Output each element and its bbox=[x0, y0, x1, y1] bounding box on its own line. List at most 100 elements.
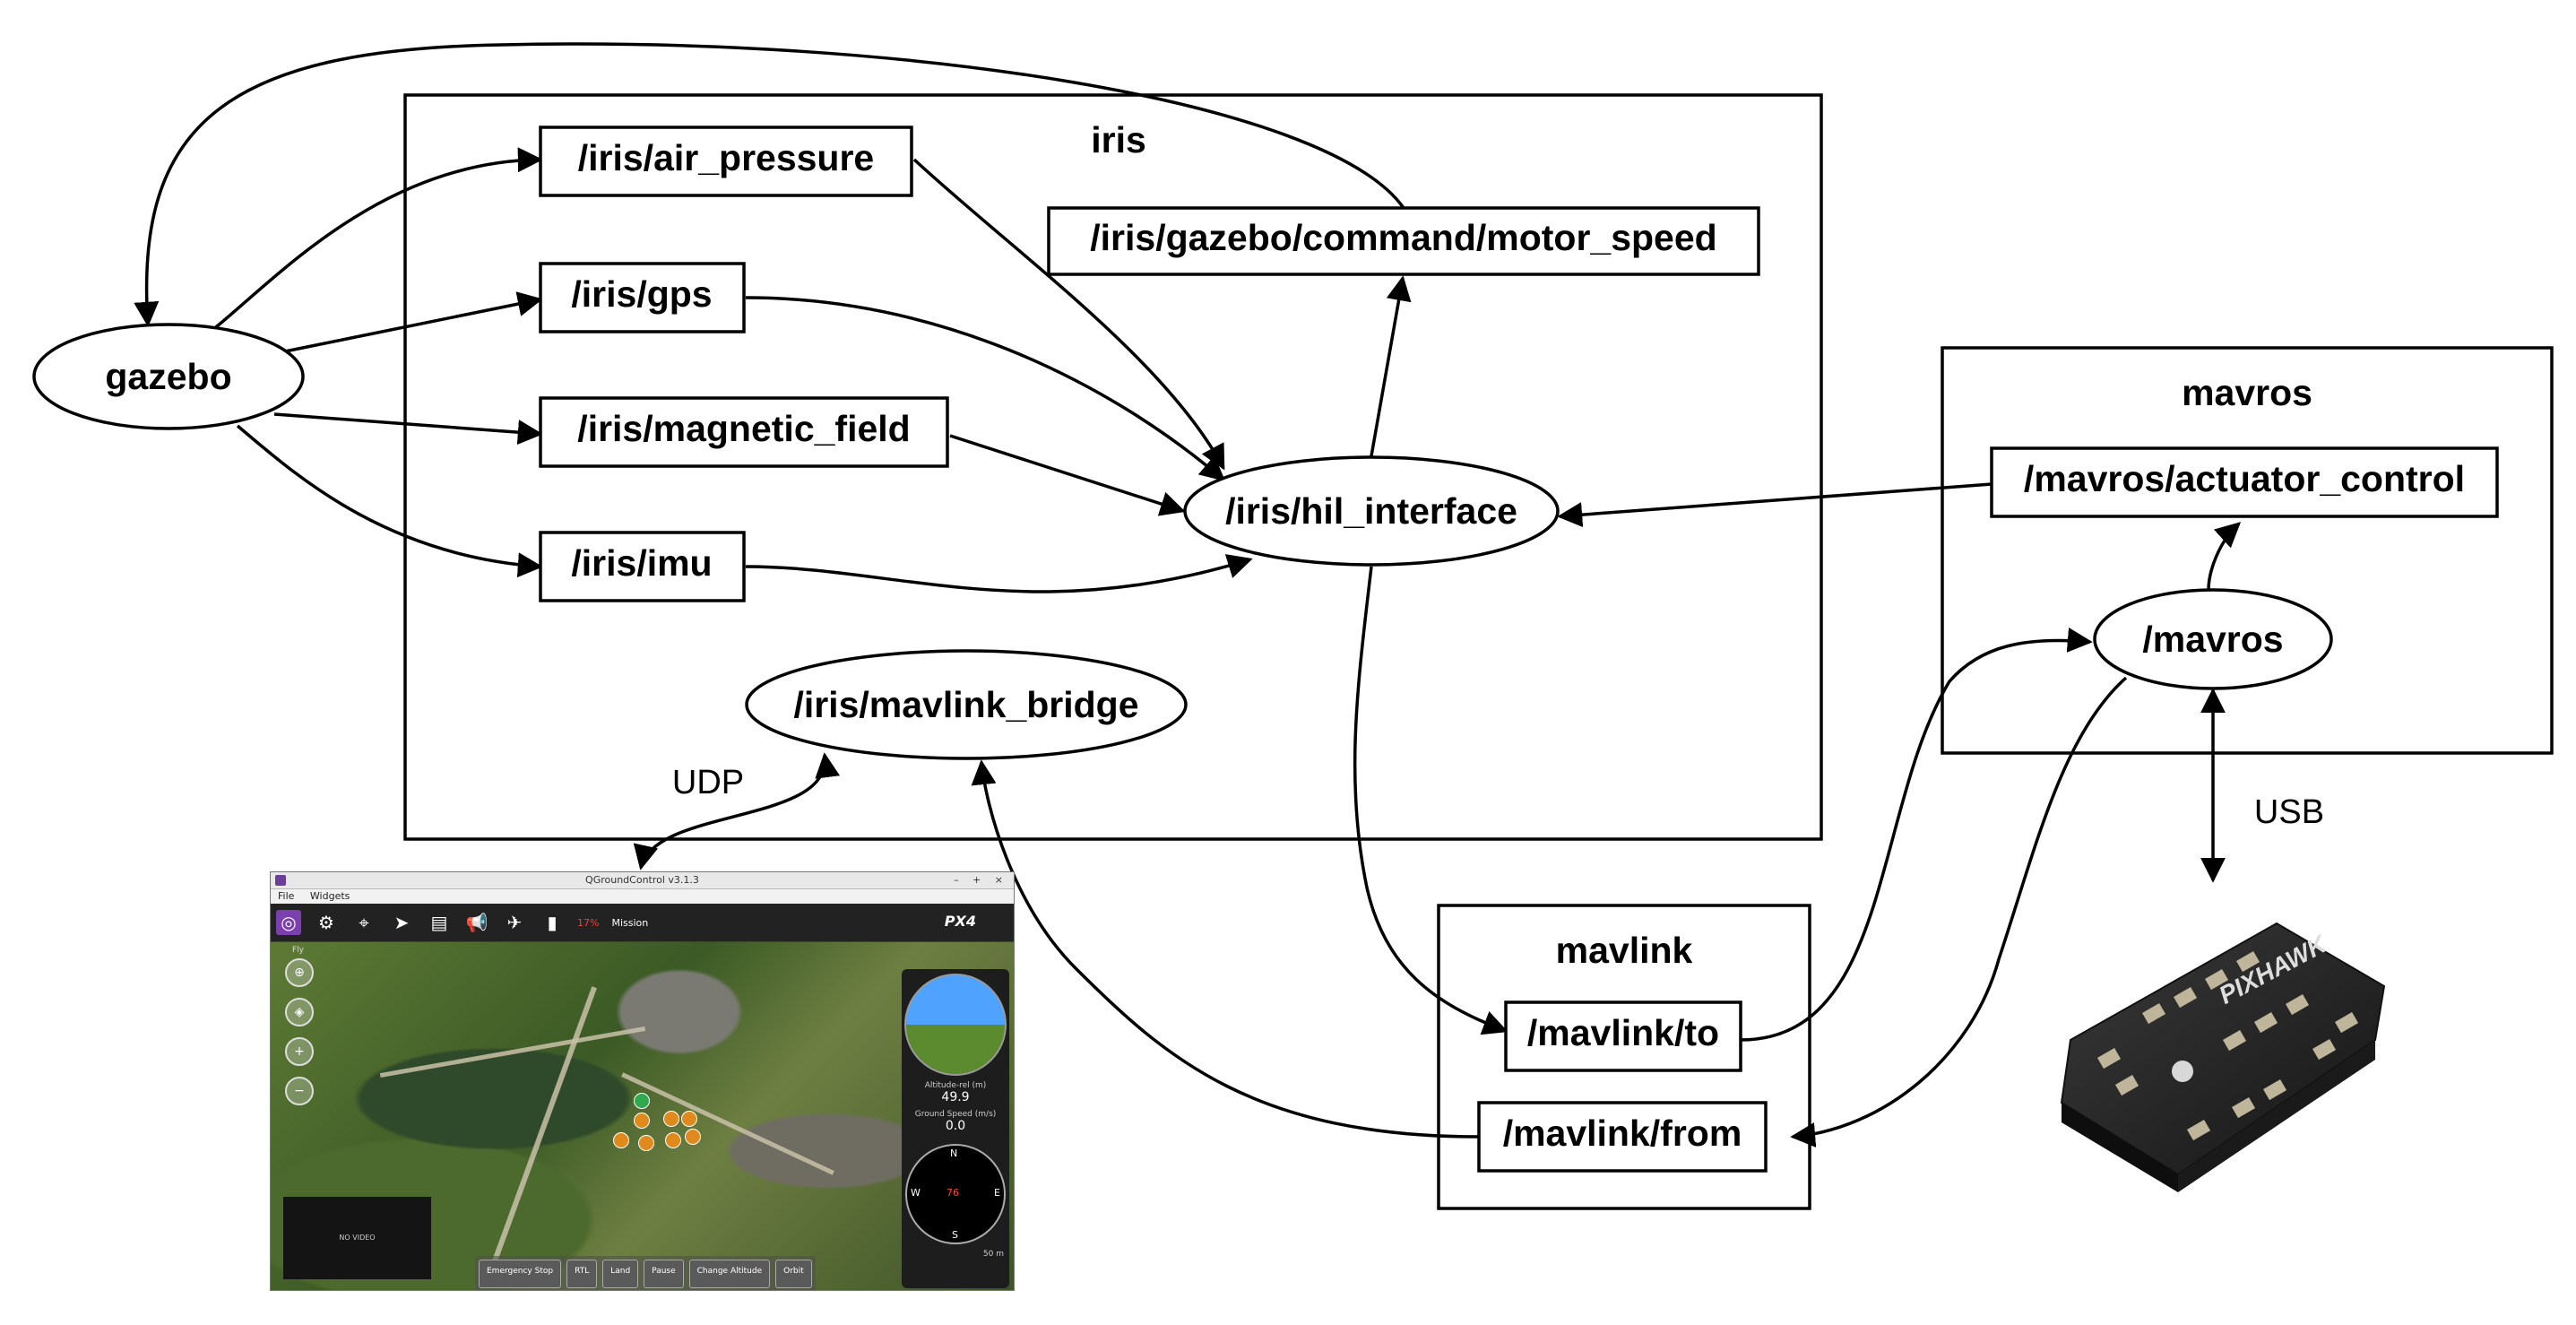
pause-button[interactable]: Pause bbox=[644, 1260, 684, 1288]
node-hil-interface-label: /iris/hil_interface bbox=[1225, 490, 1517, 532]
waypoint-marker[interactable] bbox=[634, 1093, 650, 1109]
qgc-zoom-in-icon[interactable]: + bbox=[285, 1037, 314, 1066]
node-mavlink-to bbox=[1504, 1000, 1742, 1072]
node-gps-label: /iris/gps bbox=[571, 273, 712, 315]
map-road bbox=[379, 1026, 646, 1078]
map-road bbox=[488, 986, 597, 1275]
attitude-indicator bbox=[904, 974, 1007, 1076]
edge-air-pressure-to-hil bbox=[912, 158, 1225, 471]
compass-n: N bbox=[950, 1147, 958, 1159]
altitude-label: Altitude-rel (m) bbox=[924, 1081, 987, 1090]
pixhawk-flight-controller: PIXHAWK bbox=[2060, 922, 2386, 1192]
qgc-app-icon bbox=[275, 875, 286, 886]
node-mavlink-bridge bbox=[745, 649, 1188, 760]
edge-hil-to-motor-speed bbox=[1368, 275, 1412, 467]
edge-mavlink-to-to-mavros bbox=[1740, 627, 2093, 1042]
qgc-satellite-icon: ✈ bbox=[506, 912, 523, 933]
waypoint-marker[interactable] bbox=[634, 1113, 650, 1129]
qgc-fly-icon[interactable]: ➤ bbox=[393, 912, 410, 933]
qgc-instrument-panel: Altitude-rel (m) 49.9 Ground Speed (m/s)… bbox=[902, 969, 1009, 1288]
qgc-map-type-icon[interactable]: ◈ bbox=[285, 998, 314, 1026]
qgc-video-panel[interactable]: NO VIDEO bbox=[283, 1197, 431, 1279]
compass-heading: 76 bbox=[947, 1187, 959, 1199]
pixhawk-led-icon bbox=[2172, 1061, 2193, 1082]
node-mavlink-from-label: /mavlink/from bbox=[1503, 1113, 1742, 1154]
orbit-button[interactable]: Orbit bbox=[775, 1260, 812, 1288]
edge-label-usb: USB bbox=[2254, 793, 2324, 831]
qgc-settings-icon[interactable]: ⚙ bbox=[318, 912, 334, 933]
edge-mavros-to-mavlink-from bbox=[1790, 676, 2128, 1147]
node-hil-interface bbox=[1183, 455, 1560, 567]
qgc-fly-label: Fly bbox=[292, 946, 305, 955]
qgc-menu-file[interactable]: File bbox=[278, 890, 295, 902]
compass-icon: N S E W 76 bbox=[905, 1144, 1006, 1244]
edge-gazebo-to-gps bbox=[284, 291, 543, 353]
node-air-pressure bbox=[539, 126, 913, 197]
qgc-plan-icon[interactable]: ⌖ bbox=[359, 912, 369, 933]
qgc-window-title: QGroundControl v3.1.3 bbox=[585, 874, 699, 886]
qgc-flight-mode[interactable]: Mission bbox=[611, 916, 649, 929]
node-mavlink-to-label: /mavlink/to bbox=[1527, 1012, 1719, 1053]
edge-gazebo-to-magnetic-field bbox=[273, 412, 543, 446]
node-gazebo-label: gazebo bbox=[105, 356, 231, 397]
rtl-button[interactable]: RTL bbox=[566, 1260, 598, 1288]
edge-imu-to-hil bbox=[745, 554, 1253, 593]
node-mavlink-from bbox=[1477, 1101, 1768, 1173]
node-mavlink-bridge-label: /iris/mavlink_bridge bbox=[793, 684, 1138, 725]
emergency-stop-button[interactable]: Emergency Stop bbox=[479, 1260, 562, 1288]
node-motor-speed bbox=[1047, 206, 1760, 276]
land-button[interactable]: Land bbox=[602, 1260, 639, 1288]
ground-speed-value: 0.0 bbox=[945, 1119, 966, 1133]
qgc-megaphone-icon: 📢 bbox=[465, 912, 488, 933]
node-gazebo bbox=[32, 323, 305, 430]
qgc-signal-icon: ▮ bbox=[547, 912, 558, 933]
cluster-mavros bbox=[1941, 346, 2554, 755]
qgc-menubar: File Widgets bbox=[271, 889, 1014, 904]
cluster-mavros-label: mavros bbox=[2182, 372, 2312, 413]
qgc-zoom-out-icon[interactable]: − bbox=[285, 1077, 314, 1105]
qgc-action-bar: Emergency Stop RTL Land Pause Change Alt… bbox=[475, 1256, 816, 1290]
pixhawk-side bbox=[2062, 1103, 2178, 1192]
qgc-app-menu-icon[interactable]: ◎ bbox=[276, 910, 301, 935]
edge-bridge-udp-qgc bbox=[633, 752, 841, 870]
node-actuator-control bbox=[1990, 446, 2499, 518]
node-imu bbox=[539, 531, 746, 602]
map-scale: 50 m bbox=[982, 1250, 1004, 1259]
compass-w: W bbox=[911, 1187, 921, 1199]
qgc-map[interactable]: Fly ⊕ ◈ + − NO VIDEO Emergency Stop RTL … bbox=[271, 942, 1014, 1290]
compass-s: S bbox=[952, 1229, 958, 1241]
waypoint-marker[interactable] bbox=[665, 1132, 681, 1148]
node-motor-speed-label: /iris/gazebo/command/motor_speed bbox=[1090, 217, 1716, 258]
edge-gazebo-to-imu bbox=[236, 424, 543, 578]
edge-magnetic-field-to-hil bbox=[949, 434, 1186, 516]
node-imu-label: /iris/imu bbox=[571, 542, 712, 584]
qgc-analyze-icon[interactable]: ▤ bbox=[430, 912, 448, 933]
edge-motor-speed-to-gazebo bbox=[134, 42, 1405, 327]
waypoint-marker[interactable] bbox=[638, 1135, 654, 1151]
edge-gps-to-hil bbox=[745, 296, 1226, 481]
edge-gazebo-to-air-pressure bbox=[206, 147, 543, 335]
qgc-center-map-icon[interactable]: ⊕ bbox=[285, 958, 314, 987]
node-magnetic-field bbox=[539, 396, 949, 468]
edge-mavlink-from-to-bridge bbox=[971, 759, 1480, 1139]
waypoint-marker[interactable] bbox=[685, 1129, 701, 1145]
node-mavros bbox=[2093, 588, 2333, 690]
cluster-iris-label: iris bbox=[1091, 119, 1146, 160]
waypoint-marker[interactable] bbox=[613, 1132, 629, 1148]
map-road bbox=[621, 1072, 834, 1175]
node-mavros-label: /mavros bbox=[2142, 619, 2283, 660]
compass-e: E bbox=[994, 1187, 1000, 1199]
node-actuator-control-label: /mavros/actuator_control bbox=[2024, 458, 2465, 499]
altitude-value: 49.9 bbox=[941, 1090, 970, 1104]
waypoint-marker[interactable] bbox=[681, 1111, 697, 1127]
edge-hil-to-mavlink-to bbox=[1353, 566, 1508, 1035]
qgc-menu-widgets[interactable]: Widgets bbox=[309, 890, 350, 902]
qgc-titlebar: QGroundControl v3.1.3 – + × bbox=[271, 872, 1014, 889]
ground-speed-label: Ground Speed (m/s) bbox=[914, 1110, 997, 1119]
waypoint-marker[interactable] bbox=[663, 1111, 679, 1127]
qgc-battery: 17% bbox=[577, 916, 600, 929]
node-magnetic-field-label: /iris/magnetic_field bbox=[577, 408, 910, 449]
change-altitude-button[interactable]: Change Altitude bbox=[688, 1260, 771, 1288]
qgc-window-buttons[interactable]: – + × bbox=[954, 874, 1008, 886]
